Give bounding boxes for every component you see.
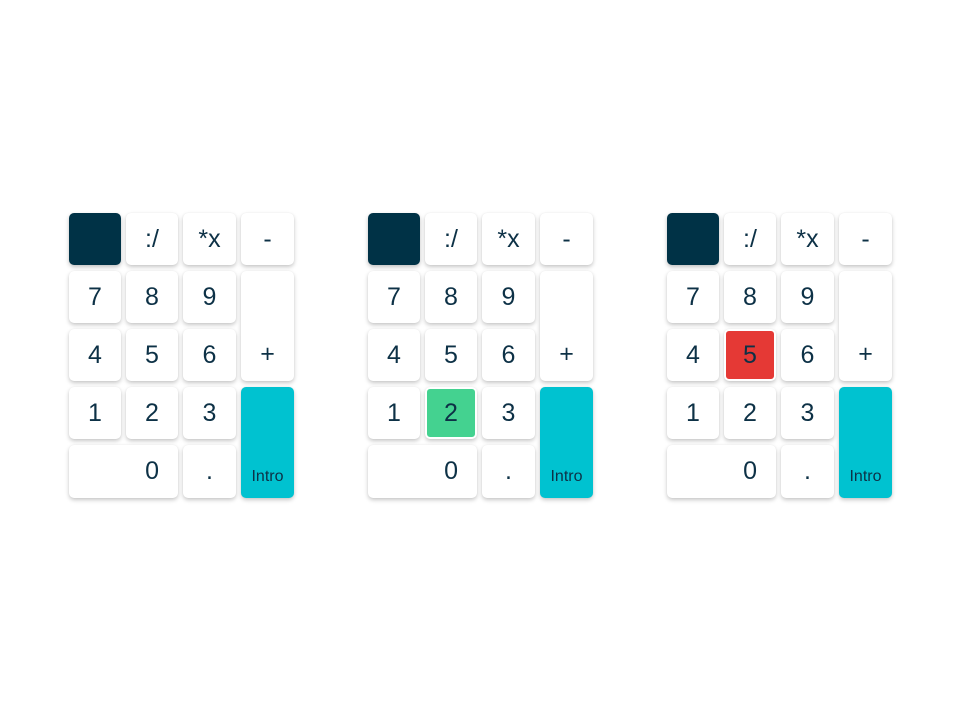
one-key[interactable]: 1 bbox=[667, 387, 719, 439]
six-key[interactable]: 6 bbox=[183, 329, 236, 381]
divide-key[interactable]: :/ bbox=[126, 213, 178, 265]
enter-key[interactable]: Intro bbox=[839, 387, 892, 498]
eight-key[interactable]: 8 bbox=[126, 271, 178, 323]
plus-key[interactable]: + bbox=[839, 271, 892, 381]
four-key[interactable]: 4 bbox=[368, 329, 420, 381]
three-key[interactable]: 3 bbox=[183, 387, 236, 439]
numpad-default: :/ *x - 7 8 9 + 4 5 6 1 2 3 Intro 0 . bbox=[69, 213, 294, 498]
zero-key[interactable]: 0 bbox=[667, 445, 776, 498]
six-key[interactable]: 6 bbox=[482, 329, 535, 381]
minus-key[interactable]: - bbox=[241, 213, 294, 265]
decimal-key[interactable]: . bbox=[183, 445, 236, 498]
seven-key[interactable]: 7 bbox=[667, 271, 719, 323]
numpad-correct: :/ *x - 7 8 9 + 4 5 6 1 2 3 Intro 0 . bbox=[368, 213, 593, 498]
blank-dark-key[interactable] bbox=[667, 213, 719, 265]
plus-key[interactable]: + bbox=[540, 271, 593, 381]
two-key-correct[interactable]: 2 bbox=[425, 387, 477, 439]
eight-key[interactable]: 8 bbox=[425, 271, 477, 323]
five-key-wrong[interactable]: 5 bbox=[724, 329, 776, 381]
minus-key[interactable]: - bbox=[540, 213, 593, 265]
multiply-key[interactable]: *x bbox=[482, 213, 535, 265]
six-key[interactable]: 6 bbox=[781, 329, 834, 381]
seven-key[interactable]: 7 bbox=[69, 271, 121, 323]
nine-key[interactable]: 9 bbox=[781, 271, 834, 323]
zero-key[interactable]: 0 bbox=[368, 445, 477, 498]
seven-key[interactable]: 7 bbox=[368, 271, 420, 323]
decimal-key[interactable]: . bbox=[482, 445, 535, 498]
one-key[interactable]: 1 bbox=[69, 387, 121, 439]
multiply-key[interactable]: *x bbox=[781, 213, 834, 265]
nine-key[interactable]: 9 bbox=[482, 271, 535, 323]
three-key[interactable]: 3 bbox=[482, 387, 535, 439]
blank-dark-key[interactable] bbox=[69, 213, 121, 265]
enter-key[interactable]: Intro bbox=[241, 387, 294, 498]
blank-dark-key[interactable] bbox=[368, 213, 420, 265]
three-key[interactable]: 3 bbox=[781, 387, 834, 439]
minus-key[interactable]: - bbox=[839, 213, 892, 265]
divide-key[interactable]: :/ bbox=[425, 213, 477, 265]
enter-key[interactable]: Intro bbox=[540, 387, 593, 498]
one-key[interactable]: 1 bbox=[368, 387, 420, 439]
four-key[interactable]: 4 bbox=[69, 329, 121, 381]
decimal-key[interactable]: . bbox=[781, 445, 834, 498]
multiply-key[interactable]: *x bbox=[183, 213, 236, 265]
four-key[interactable]: 4 bbox=[667, 329, 719, 381]
eight-key[interactable]: 8 bbox=[724, 271, 776, 323]
nine-key[interactable]: 9 bbox=[183, 271, 236, 323]
five-key[interactable]: 5 bbox=[126, 329, 178, 381]
five-key[interactable]: 5 bbox=[425, 329, 477, 381]
two-key[interactable]: 2 bbox=[724, 387, 776, 439]
divide-key[interactable]: :/ bbox=[724, 213, 776, 265]
numpad-wrong: :/ *x - 7 8 9 + 4 5 6 1 2 3 Intro 0 . bbox=[667, 213, 892, 498]
two-key[interactable]: 2 bbox=[126, 387, 178, 439]
plus-key[interactable]: + bbox=[241, 271, 294, 381]
zero-key[interactable]: 0 bbox=[69, 445, 178, 498]
